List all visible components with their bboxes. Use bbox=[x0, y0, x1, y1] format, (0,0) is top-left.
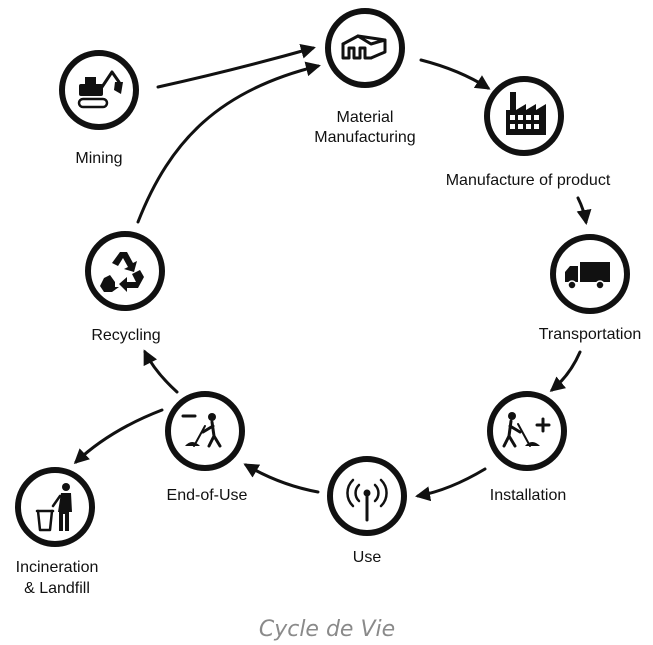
node-label-landfill-2: & Landfill bbox=[24, 580, 90, 597]
arrow-transport-to-install bbox=[549, 350, 582, 392]
arrow-use-to-endofuse bbox=[243, 463, 320, 494]
node-product: Manufacture of product bbox=[446, 76, 611, 189]
worker-minus-icon bbox=[181, 413, 222, 448]
node-transport: Transportation bbox=[539, 234, 642, 343]
flow-arrows bbox=[73, 44, 592, 502]
node-endofuse: End-of-Use bbox=[165, 391, 248, 504]
node-install: Installation bbox=[487, 391, 567, 504]
node-label-material-1: Material bbox=[337, 109, 394, 126]
factory-icon bbox=[506, 92, 546, 135]
node-mining: Mining bbox=[59, 50, 139, 167]
arrow-recycling-to-material bbox=[136, 61, 321, 224]
arrow-install-to-use bbox=[415, 467, 487, 502]
node-label-landfill-1: Incineration bbox=[16, 559, 99, 576]
node-use: Use bbox=[327, 456, 407, 566]
signal-icon bbox=[346, 478, 388, 522]
arrow-endofuse-to-landfill bbox=[73, 408, 164, 465]
arrow-mining-to-material bbox=[156, 44, 316, 89]
node-label-use: Use bbox=[353, 549, 382, 566]
node-label-product: Manufacture of product bbox=[446, 172, 611, 189]
trash-person-icon bbox=[35, 483, 72, 532]
node-label-material-2: Manufacturing bbox=[314, 129, 415, 146]
node-label-install: Installation bbox=[490, 487, 567, 504]
node-landfill: Incineration & Landfill bbox=[15, 467, 99, 597]
node-label-endofuse: End-of-Use bbox=[167, 487, 248, 504]
node-label-recycling: Recycling bbox=[91, 327, 160, 344]
arrow-material-to-product bbox=[419, 58, 491, 90]
node-label-transport: Transportation bbox=[539, 326, 642, 343]
truck-icon bbox=[565, 262, 610, 290]
worker-plus-icon bbox=[502, 412, 551, 448]
recycle-icon bbox=[100, 252, 144, 292]
arrow-endofuse-to-recycling bbox=[143, 349, 179, 394]
diagram-caption: Cycle de Vie bbox=[259, 617, 395, 642]
node-material: Material Manufacturing bbox=[314, 8, 416, 146]
node-label-mining: Mining bbox=[75, 150, 122, 167]
material-icon bbox=[341, 34, 387, 60]
arrow-product-to-transport bbox=[576, 196, 592, 225]
excavator-icon bbox=[77, 70, 123, 109]
node-recycling: Recycling bbox=[85, 231, 165, 344]
